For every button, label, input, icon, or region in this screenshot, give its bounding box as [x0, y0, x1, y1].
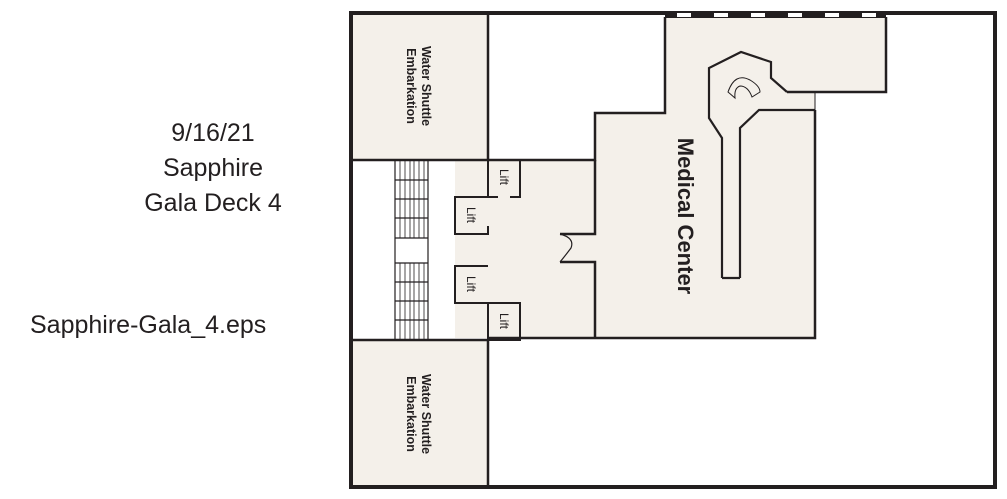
medical-center-west-wall	[488, 17, 667, 162]
date-label: 9/16/21	[171, 119, 255, 147]
water-shuttle-top-fill	[351, 13, 488, 160]
window-strip	[665, 12, 886, 18]
water-shuttle-bottom-line2: Embarkation	[404, 376, 418, 452]
inner-corridor	[707, 50, 815, 280]
deck-info: 9/16/21 Sapphire Gala Deck 4	[100, 116, 326, 221]
lift-shafts	[454, 159, 521, 341]
water-shuttle-bottom-line1: Water Shuttle	[419, 374, 433, 454]
deck-name: Gala Deck 4	[144, 189, 282, 217]
water-shuttle-top-line1: Water Shuttle	[419, 46, 433, 126]
lift-label-4: Lift	[497, 313, 511, 330]
ship-name: Sapphire	[162, 154, 264, 182]
water-shuttle-bottom-fill	[351, 340, 488, 487]
medical-center-label: Medical Center	[673, 138, 698, 295]
medical-center-wall-upper	[560, 160, 597, 236]
lift-label-3: Lift	[464, 276, 478, 293]
magnet-icon	[727, 77, 761, 100]
door-swing-icon	[559, 233, 573, 263]
lift-label-1: Lift	[497, 169, 511, 186]
lift-label-2: Lift	[464, 207, 478, 224]
medical-center-wall-lower	[560, 260, 597, 338]
medical-center-south-wall	[488, 110, 817, 340]
staircase	[394, 160, 429, 340]
file-name: Sapphire-Gala_4.eps	[30, 311, 267, 339]
water-shuttle-top-line2: Embarkation	[404, 48, 418, 124]
medical-center-east-wall	[787, 17, 888, 94]
